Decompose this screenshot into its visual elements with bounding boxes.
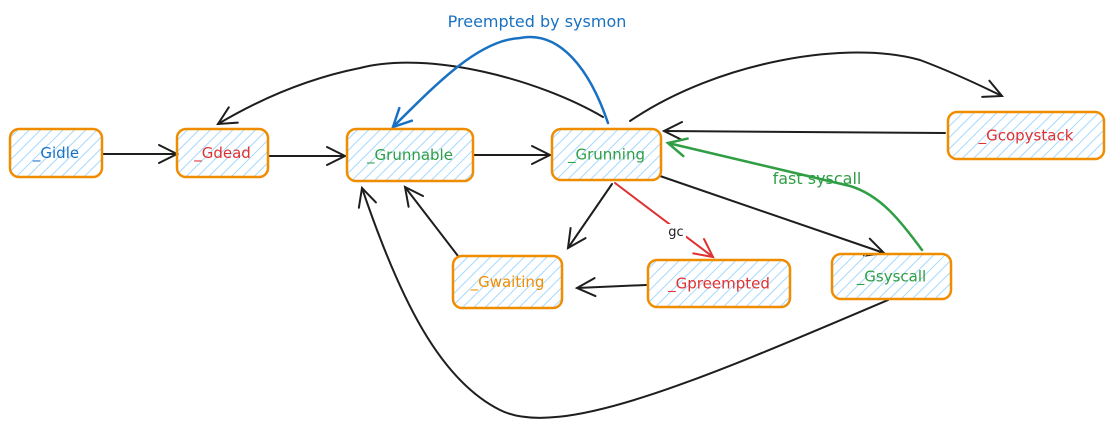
node-box — [946, 110, 1106, 161]
arrowhead-icon — [661, 121, 683, 141]
state-node-grunnable[interactable]: _Grunnable — [345, 127, 475, 183]
node-box — [175, 127, 270, 179]
node-box — [830, 252, 953, 301]
edge-line — [659, 175, 885, 254]
node-box — [345, 127, 475, 183]
arrowhead-icon — [403, 185, 424, 208]
edge-line — [663, 130, 946, 134]
transition-gsyscall-to-grunning — [665, 137, 924, 252]
transition-gcopystack-to-grunning — [661, 121, 946, 141]
node-label: _Gwaiting — [470, 273, 545, 292]
arrowhead-icon — [391, 106, 414, 129]
edge-line — [666, 141, 924, 252]
edge-line — [217, 61, 604, 125]
edge-line — [567, 183, 613, 249]
state-node-gcopystack[interactable]: _Gcopystack — [946, 110, 1106, 161]
arrowhead-icon — [981, 79, 1005, 98]
state-node-gsyscall[interactable]: _Gsyscall — [830, 252, 953, 301]
transition-gdead-to-grunnable — [267, 146, 348, 166]
arrowhead-icon — [326, 146, 348, 166]
node-box — [646, 258, 792, 309]
arrowhead-icon — [531, 145, 553, 165]
node-label: _Grunnable — [366, 146, 453, 165]
arrowhead-icon — [357, 185, 377, 209]
state-node-gwaiting[interactable]: _Gwaiting — [451, 254, 564, 310]
arrowhead-icon — [216, 106, 239, 126]
node-box — [550, 127, 663, 182]
node-box — [451, 254, 564, 310]
transition-gpreempted-to-gwaiting — [574, 277, 647, 298]
edge-line — [576, 284, 647, 289]
nodes-layer: _Gidle _Gdead _Grunnable _Grunning _Gcopysta… — [8, 110, 1106, 310]
node-label: _Gdead — [193, 144, 251, 163]
arrowhead-icon — [566, 227, 587, 250]
edge-line — [391, 35, 610, 129]
arrowhead-icon — [692, 238, 715, 259]
state-node-gdead[interactable]: _Gdead — [175, 127, 270, 179]
state-node-gidle[interactable]: _Gidle — [8, 127, 104, 179]
transition-grunnable-to-grunning — [472, 145, 553, 165]
edge-label: Preempted by sysmon — [448, 12, 627, 31]
state-node-grunning[interactable]: _Grunning — [550, 127, 663, 182]
edge-label: gc — [668, 225, 683, 240]
transition-grunning-to-grunnable — [391, 35, 610, 129]
transition-grunning-to-gpreempted — [614, 182, 715, 259]
transition-grunning-to-gwaiting — [566, 183, 613, 250]
node-box — [8, 127, 104, 179]
arrowhead-icon — [574, 277, 597, 298]
transition-gwaiting-to-grunnable — [403, 185, 459, 257]
edge-line — [404, 186, 459, 257]
node-label: _Gsyscall — [856, 268, 926, 287]
transition-gidle-to-gdead — [101, 144, 180, 164]
edge-line — [629, 51, 1003, 122]
edge-labels-layer: Preempted by sysmon gc fast syscall — [448, 12, 862, 240]
edge-label: fast syscall — [773, 169, 862, 188]
node-label: _Gidle — [32, 144, 79, 163]
edge-label-background — [666, 224, 686, 240]
node-label: _Gpreempted — [667, 275, 770, 294]
transition-grunning-to-gcopystack — [629, 51, 1005, 122]
arrowhead-icon — [665, 137, 689, 158]
node-label: _Grunning — [567, 146, 645, 165]
transition-gsyscall-to-grunnable — [357, 185, 889, 419]
edge-line — [361, 187, 889, 419]
edge-line — [614, 182, 714, 258]
transition-grunning-to-gdead — [216, 61, 604, 126]
state-node-gpreempted[interactable]: _Gpreempted — [646, 258, 792, 309]
node-label: _Gcopystack — [978, 127, 1074, 146]
edges-layer — [101, 35, 1005, 419]
